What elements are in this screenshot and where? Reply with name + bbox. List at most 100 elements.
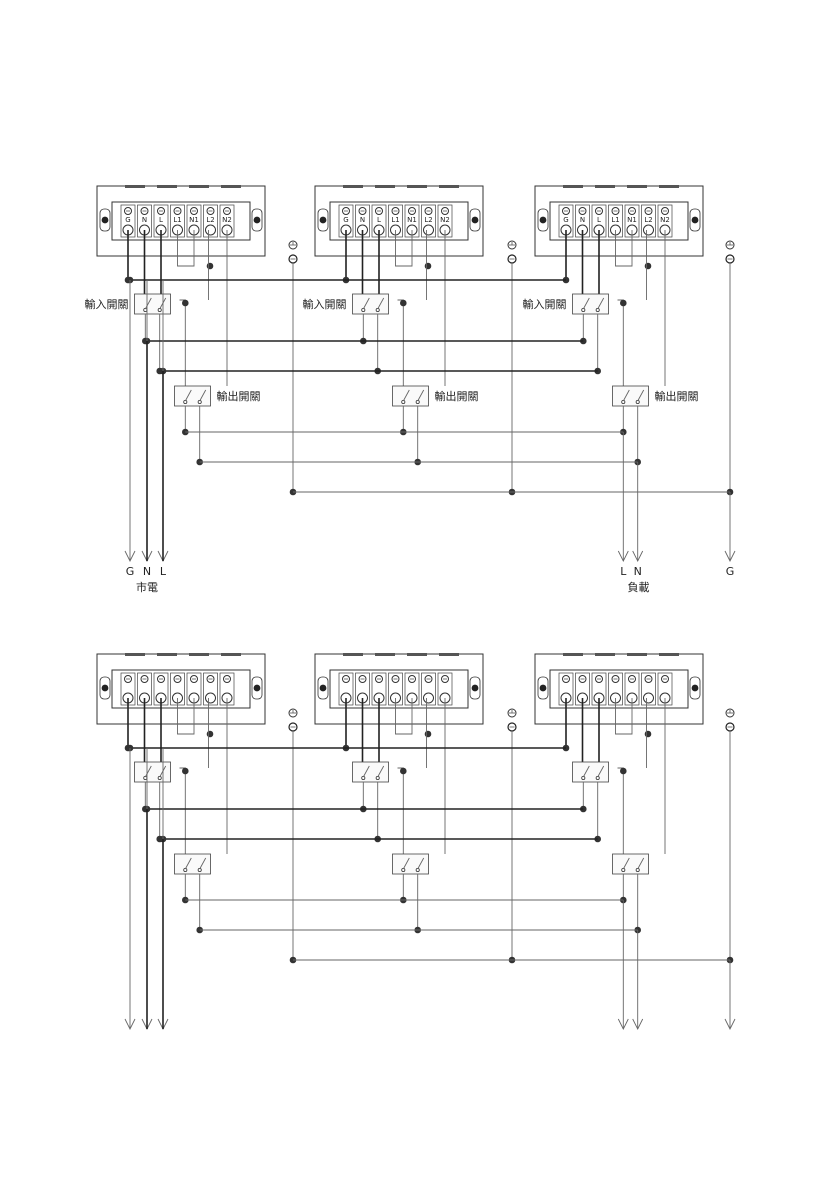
output-switch-label: 輸出開關 (217, 389, 261, 403)
terminal-label: G (343, 216, 348, 224)
wire-out (398, 300, 404, 386)
switch-body (393, 386, 429, 406)
load-L-label: L (620, 565, 627, 578)
terminal-label: N (142, 216, 147, 224)
mount-hole-icon (102, 217, 109, 224)
panel-tab (563, 653, 583, 656)
switch-body (175, 386, 211, 406)
mount-hole-icon (254, 685, 261, 692)
wire-out (618, 768, 624, 854)
panel-tab (221, 653, 241, 656)
terminal-screw-icon (206, 225, 216, 235)
panel-tab (375, 653, 395, 656)
terminal-label: N2 (660, 216, 670, 224)
terminal-label: L2 (424, 216, 432, 224)
terminal-label: G (125, 216, 130, 224)
mains-G-label: G (126, 565, 135, 578)
ups-terminal-block: G N L L1 N1 L2 N2 (535, 185, 703, 256)
bottom-wiring-diagram (97, 653, 735, 1029)
output-switch-icon (393, 386, 429, 406)
ground-terminal-icon (726, 241, 734, 249)
panel-tab (189, 185, 209, 188)
ground-terminal-icon (726, 709, 734, 717)
terminal-screw-icon (424, 693, 434, 703)
terminal-label: L (377, 216, 381, 224)
input-switch-icon (573, 762, 609, 782)
input-switch-label: 輸入開關 (523, 297, 567, 311)
terminal-screw-icon (644, 693, 654, 703)
junction-dot (207, 731, 214, 738)
terminal-label: L2 (644, 216, 652, 224)
terminal-label: N (360, 216, 365, 224)
terminal-label: L2 (206, 216, 214, 224)
output-switch-label: 輸出開關 (655, 389, 699, 403)
output-switch-icon (613, 386, 649, 406)
mount-hole-icon (692, 217, 699, 224)
terminal-label: N1 (189, 216, 199, 224)
terminal-label: N2 (440, 216, 450, 224)
panel-tab (343, 653, 363, 656)
terminal-label: N (580, 216, 585, 224)
switch-body (353, 294, 389, 314)
output-switch-label: 輸出開關 (435, 389, 479, 403)
wire-out (398, 768, 404, 854)
input-switch-icon (353, 294, 389, 314)
panel-tab (343, 185, 363, 188)
panel-tab (125, 653, 145, 656)
load-G-label: G (726, 565, 735, 578)
terminal-label: N1 (627, 216, 637, 224)
output-switch-icon (393, 854, 429, 874)
load-label: 負載 (628, 581, 650, 594)
input-switch-icon (573, 294, 609, 314)
panel-tab (157, 185, 177, 188)
panel-tab (595, 185, 615, 188)
mount-hole-icon (472, 685, 479, 692)
panel-tab (627, 185, 647, 188)
mount-hole-icon (692, 685, 699, 692)
switch-body (613, 854, 649, 874)
switch-body (573, 762, 609, 782)
panel-tab (563, 185, 583, 188)
terminal-label: L1 (611, 216, 619, 224)
wire-out (180, 768, 186, 854)
ground-terminal-icon (289, 241, 297, 249)
switch-body (175, 854, 211, 874)
terminal-screw-icon (424, 225, 434, 235)
junction-dot (400, 768, 407, 775)
mount-hole-icon (320, 685, 327, 692)
terminal-label: L1 (391, 216, 399, 224)
output-switch-icon (613, 854, 649, 874)
panel-tab (375, 185, 395, 188)
mains-label: 市電 (136, 580, 158, 594)
panel-tab (407, 653, 427, 656)
terminal-label: L (159, 216, 163, 224)
wire-out (180, 300, 186, 386)
mains-L-label: L (160, 565, 167, 578)
wire-out (618, 300, 624, 386)
terminal-screw-icon (206, 693, 216, 703)
input-switch-icon (135, 762, 171, 782)
mount-hole-icon (472, 217, 479, 224)
input-switch-label: 輸入開關 (303, 297, 347, 311)
terminal-label: N2 (222, 216, 232, 224)
terminal-label: G (563, 216, 568, 224)
switch-body (135, 294, 171, 314)
terminal-label: N1 (407, 216, 417, 224)
input-switch-label: 輸入開關 (85, 297, 129, 311)
panel-tab (221, 185, 241, 188)
junction-dot (182, 300, 189, 307)
mount-hole-icon (320, 217, 327, 224)
terminal-label: L (597, 216, 601, 224)
junction-dot (620, 768, 627, 775)
mount-hole-icon (102, 685, 109, 692)
junction-dot (645, 731, 652, 738)
terminal-label: L1 (173, 216, 181, 224)
ground-terminal-icon (508, 709, 516, 717)
top-wiring-diagram: GNLL1N1L2N2GNLL1N1L2N2GNLL1N1L2N2輸入開關輸出開… (85, 185, 736, 594)
switch-body (613, 386, 649, 406)
panel-tab (125, 185, 145, 188)
panel-tab (627, 653, 647, 656)
panel-tab (407, 185, 427, 188)
